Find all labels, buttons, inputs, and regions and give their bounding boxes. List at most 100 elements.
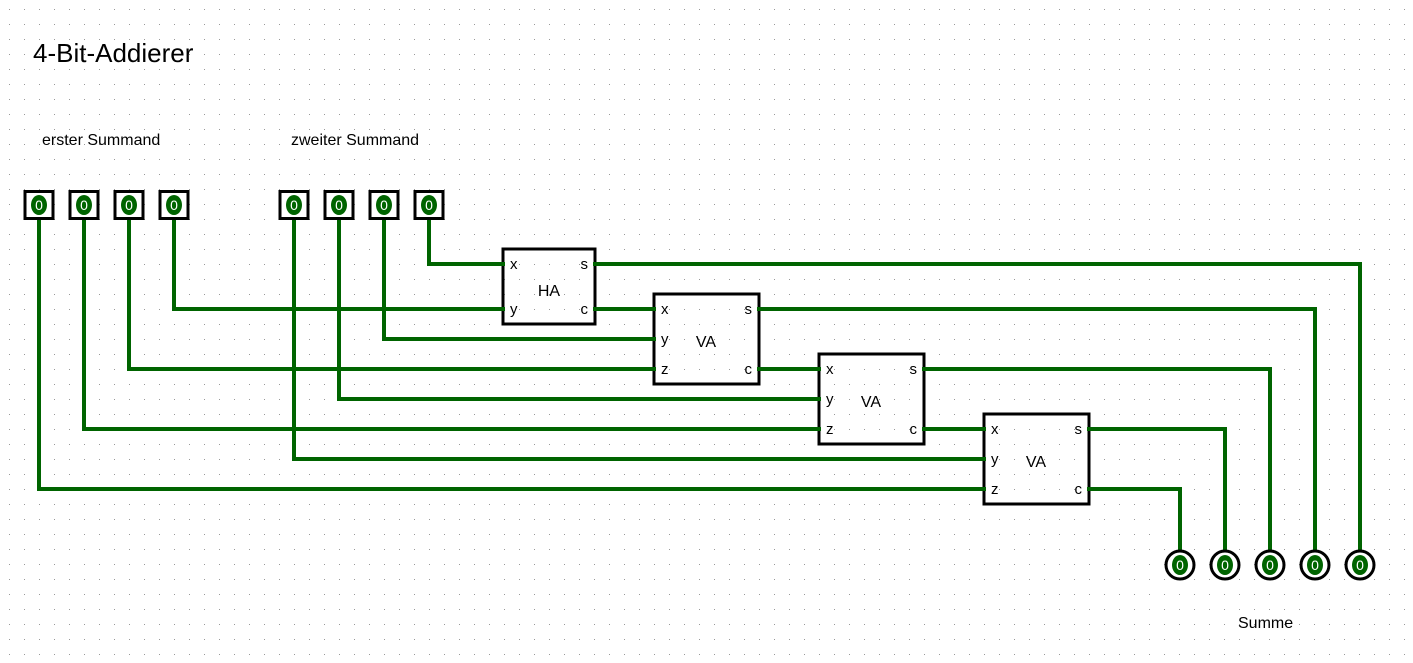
- wire-va3.s-to-s3[interactable]: [1087, 427, 1227, 553]
- wire-ha.s-to-s0[interactable]: [593, 262, 1362, 553]
- port-label-y: y: [826, 391, 834, 408]
- port-label-z: z: [991, 481, 999, 498]
- port-label-c: c: [1075, 481, 1083, 498]
- wire-b3-to-va3-y[interactable]: [292, 218, 986, 461]
- pin-value-indicator: [376, 195, 392, 215]
- input-pin-value: 0: [335, 197, 343, 213]
- input-pin-b1[interactable]: 0: [368, 190, 400, 220]
- pin-value-indicator: [421, 195, 437, 215]
- input-pin-a1[interactable]: 0: [113, 190, 145, 220]
- port-label-s: s: [581, 256, 589, 273]
- pin-value-indicator: [286, 195, 302, 215]
- port-ha-y[interactable]: [501, 307, 505, 311]
- port-label-c: c: [910, 421, 918, 438]
- port-va3-z[interactable]: [982, 487, 986, 491]
- input-pin-value: 0: [170, 197, 178, 213]
- pin-value-indicator: [1307, 555, 1323, 575]
- port-label-y: y: [510, 301, 518, 318]
- pin-value-indicator: [121, 195, 137, 215]
- port-va3-s[interactable]: [1087, 427, 1091, 431]
- port-va1-y[interactable]: [652, 337, 656, 341]
- pin-value-indicator: [1217, 555, 1233, 575]
- port-va2-x[interactable]: [817, 367, 821, 371]
- port-label-x: x: [826, 361, 834, 378]
- port-va3-c[interactable]: [1087, 487, 1091, 491]
- output-pin-s3[interactable]: 0: [1209, 549, 1241, 581]
- port-label-x: x: [661, 301, 669, 318]
- input-pin-value: 0: [290, 197, 298, 213]
- pin-value-indicator: [166, 195, 182, 215]
- port-va2-s[interactable]: [922, 367, 926, 371]
- port-va1-s[interactable]: [757, 307, 761, 311]
- port-label-c: c: [745, 361, 753, 378]
- wire-b1-to-va1-y[interactable]: [382, 218, 656, 341]
- wire-b2-to-va2-y[interactable]: [337, 218, 821, 401]
- label-sum: Summe: [1238, 615, 1293, 632]
- wires: [37, 218, 1362, 553]
- pin-value-indicator: [76, 195, 92, 215]
- port-label-x: x: [510, 256, 518, 273]
- port-va3-x[interactable]: [982, 427, 986, 431]
- output-pin-value: 0: [1356, 557, 1364, 573]
- port-label-y: y: [661, 331, 669, 348]
- port-va2-z[interactable]: [817, 427, 821, 431]
- port-va3-y[interactable]: [982, 457, 986, 461]
- component-box[interactable]: [501, 247, 597, 326]
- wire-a3-to-va3-z[interactable]: [37, 218, 986, 491]
- wire-a1-to-va1-z[interactable]: [127, 218, 656, 371]
- input-pin-b2[interactable]: 0: [323, 190, 355, 220]
- port-va1-x[interactable]: [652, 307, 656, 311]
- wire-va1.s-to-s1[interactable]: [757, 307, 1317, 553]
- port-va2-c[interactable]: [922, 427, 926, 431]
- port-label-z: z: [826, 421, 834, 438]
- wire-a2-to-va2-z[interactable]: [82, 218, 821, 431]
- port-label-c: c: [581, 301, 589, 318]
- port-va1-c[interactable]: [757, 367, 761, 371]
- port-label-s: s: [1075, 421, 1083, 438]
- pin-value-indicator: [1352, 555, 1368, 575]
- wire-b0-to-ha-x[interactable]: [427, 218, 505, 266]
- input-pin-a2[interactable]: 0: [68, 190, 100, 220]
- port-label-s: s: [745, 301, 753, 318]
- output-pin-s4[interactable]: 0: [1164, 549, 1196, 581]
- port-va2-y[interactable]: [817, 397, 821, 401]
- port-label-y: y: [991, 451, 999, 468]
- output-pin-s1[interactable]: 0: [1299, 549, 1331, 581]
- component-ha[interactable]: HA x y s c: [501, 247, 597, 326]
- output-pin-value: 0: [1266, 557, 1274, 573]
- output-pin-value: 0: [1311, 557, 1319, 573]
- output-pin-s2[interactable]: 0: [1254, 549, 1286, 581]
- input-pin-b0[interactable]: 0: [413, 190, 445, 220]
- pin-value-indicator: [31, 195, 47, 215]
- pin-value-indicator: [331, 195, 347, 215]
- component-label: VA: [696, 334, 716, 351]
- input-pin-a3[interactable]: 0: [23, 190, 55, 220]
- input-pin-value: 0: [80, 197, 88, 213]
- output-pin-s0[interactable]: 0: [1344, 549, 1376, 581]
- input-pin-a0[interactable]: 0: [158, 190, 190, 220]
- port-ha-c[interactable]: [593, 307, 597, 311]
- component-label: HA: [538, 283, 561, 300]
- port-label-z: z: [661, 361, 669, 378]
- diagram-title: 4-Bit-Addierer: [33, 38, 194, 68]
- component-label: VA: [1026, 454, 1046, 471]
- port-label-x: x: [991, 421, 999, 438]
- port-ha-x[interactable]: [501, 262, 505, 266]
- input-pin-b3[interactable]: 0: [278, 190, 310, 220]
- wire-va2.s-to-s2[interactable]: [922, 367, 1272, 553]
- label-second-addend: zweiter Summand: [291, 132, 419, 149]
- wire-va3.c-to-s4[interactable]: [1087, 487, 1182, 553]
- component-va1[interactable]: VA xyz s c: [652, 292, 761, 386]
- component-va3[interactable]: VA xyz s c: [982, 412, 1091, 506]
- input-pin-value: 0: [125, 197, 133, 213]
- pin-value-indicator: [1172, 555, 1188, 575]
- port-va1-z[interactable]: [652, 367, 656, 371]
- wire-a0-to-ha-y[interactable]: [172, 218, 505, 311]
- port-ha-s[interactable]: [593, 262, 597, 266]
